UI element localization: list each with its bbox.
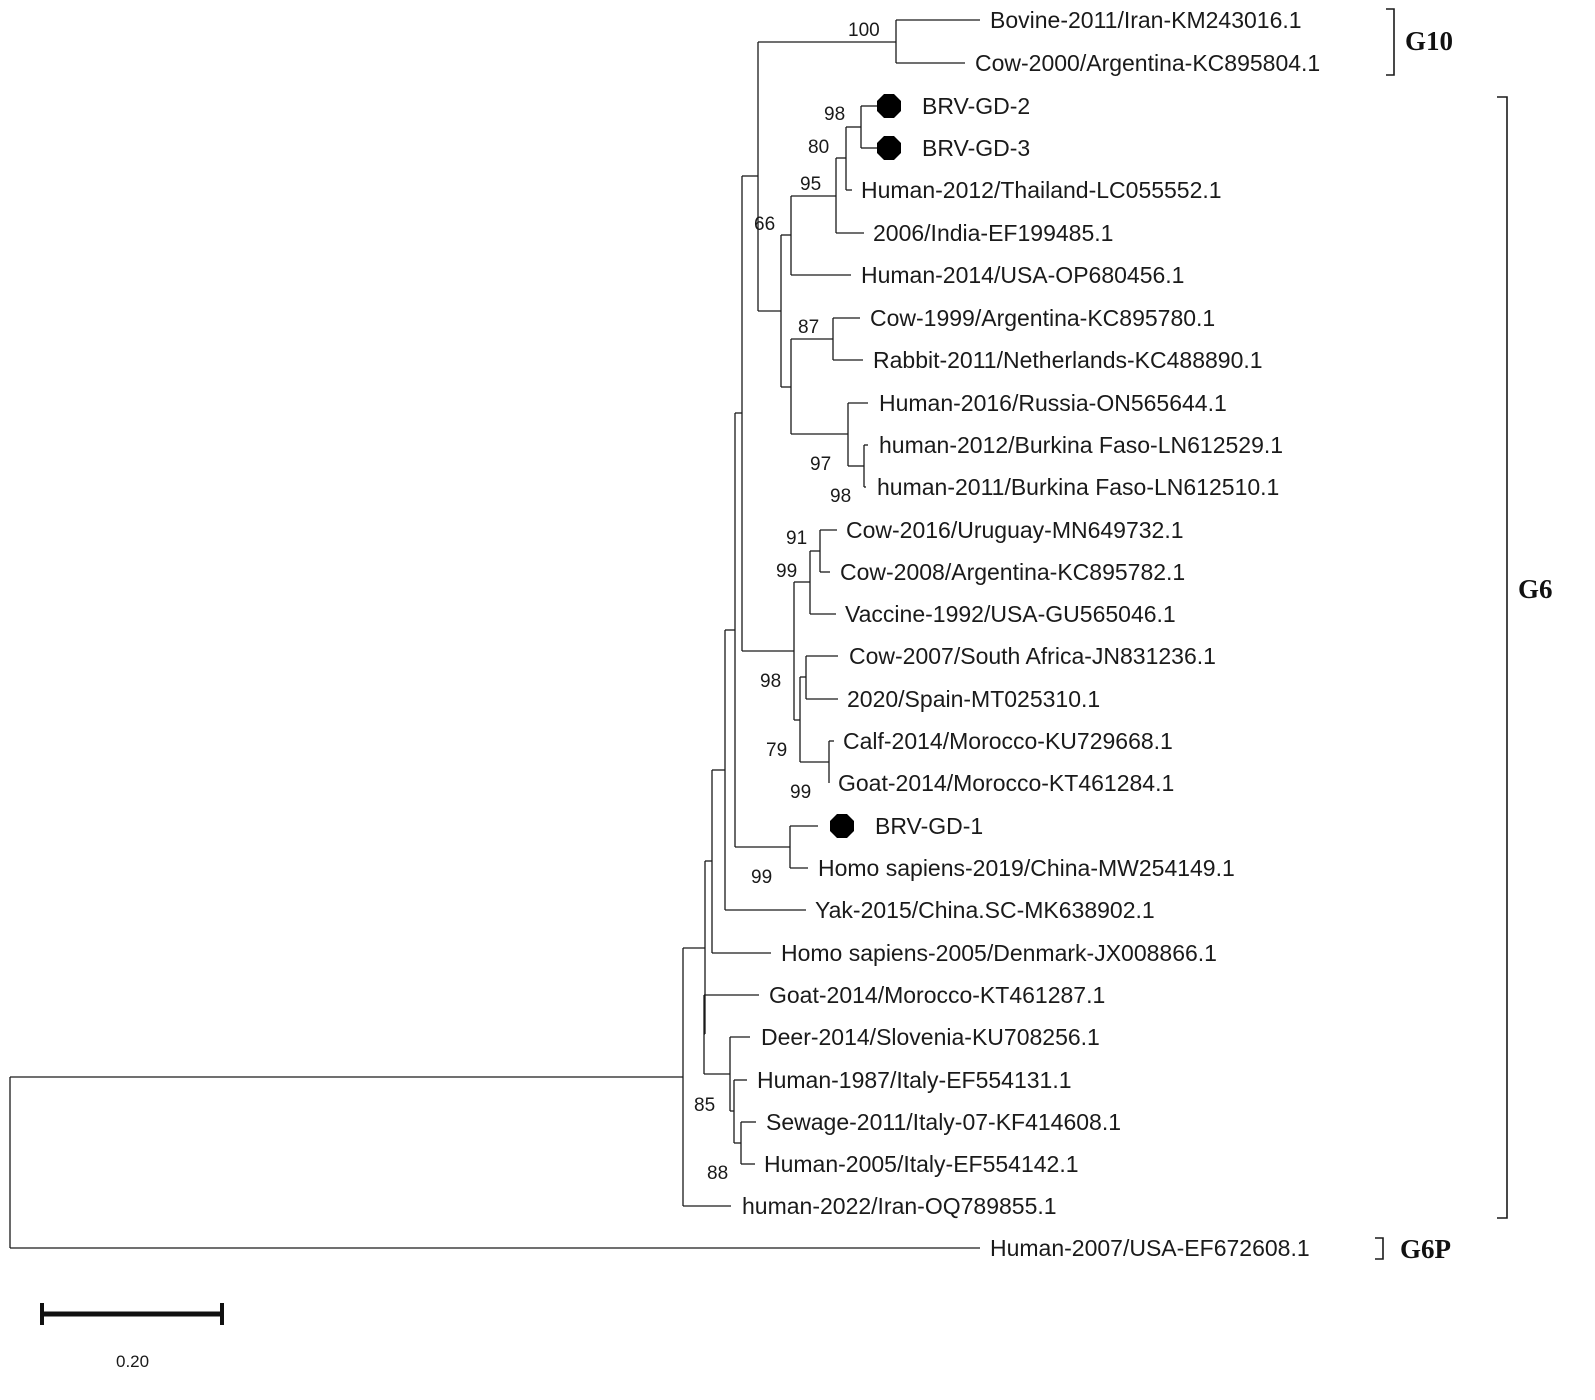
octagon-marker-icon	[877, 136, 901, 160]
leaf-label: Rabbit-2011/Netherlands-KC488890.1	[873, 347, 1263, 373]
leaf-label: Human-2014/USA-OP680456.1	[861, 262, 1184, 288]
leaf-label: Cow-2000/Argentina-KC895804.1	[975, 50, 1320, 76]
bootstrap-value: 88	[707, 1163, 728, 1184]
leaf-label: Cow-2016/Uruguay-MN649732.1	[846, 517, 1184, 543]
octagon-marker-icon	[830, 814, 854, 838]
group-label-g10: G10	[1405, 26, 1453, 56]
group-label-g6: G6	[1518, 574, 1553, 604]
leaf-label: Human-2007/USA-EF672608.1	[990, 1235, 1310, 1261]
leaf-label: Sewage-2011/Italy-07-KF414608.1	[766, 1109, 1121, 1135]
leaf-label: Human-2016/Russia-ON565644.1	[879, 390, 1227, 416]
leaf-label: Homo sapiens-2005/Denmark-JX008866.1	[781, 940, 1217, 966]
leaf-label: Bovine-2011/Iran-KM243016.1	[990, 7, 1302, 33]
bootstrap-value: 99	[751, 867, 772, 888]
leaf-label: Human-2005/Italy-EF554142.1	[764, 1151, 1079, 1177]
octagon-marker-icon	[877, 94, 901, 118]
bootstrap-value: 91	[786, 528, 807, 549]
bootstrap-value: 66	[754, 214, 775, 235]
bootstrap-value: 99	[790, 782, 811, 803]
leaf-label: Calf-2014/Morocco-KU729668.1	[843, 728, 1173, 754]
leaf-label: BRV-GD-1	[875, 813, 983, 839]
scale-bar-label: 0.20	[116, 1352, 149, 1371]
leaf-label: human-2022/Iran-OQ789855.1	[742, 1193, 1057, 1219]
leaf-label: Human-2012/Thailand-LC055552.1	[861, 177, 1222, 203]
bootstrap-value: 87	[798, 317, 819, 338]
leaf-label: Human-1987/Italy-EF554131.1	[757, 1067, 1072, 1093]
leaf-label: Vaccine-1992/USA-GU565046.1	[845, 601, 1176, 627]
leaf-label: Homo sapiens-2019/China-MW254149.1	[818, 855, 1235, 881]
bootstrap-value: 85	[694, 1095, 715, 1116]
bootstrap-value: 99	[776, 561, 797, 582]
leaf-label: Goat-2014/Morocco-KT461287.1	[769, 982, 1105, 1008]
bootstrap-value: 98	[824, 104, 845, 125]
group-label-g6p: G6P	[1400, 1234, 1451, 1264]
leaf-label: Deer-2014/Slovenia-KU708256.1	[761, 1024, 1100, 1050]
leaf-label: human-2012/Burkina Faso-LN612529.1	[879, 432, 1283, 458]
group-bracket-g6	[1497, 96, 1508, 1219]
leaf-label: 2020/Spain-MT025310.1	[847, 686, 1100, 712]
leaf-label: BRV-GD-3	[922, 135, 1030, 161]
leaf-label: BRV-GD-2	[922, 93, 1030, 119]
leaf-label: human-2011/Burkina Faso-LN612510.1	[877, 474, 1279, 500]
bootstrap-value: 95	[800, 174, 821, 195]
bootstrap-value: 97	[810, 454, 831, 475]
bootstrap-value: 79	[766, 740, 787, 761]
bootstrap-value: 100	[848, 20, 880, 41]
group-bracket-g6p	[1375, 1237, 1384, 1260]
leaf-label: Cow-2008/Argentina-KC895782.1	[840, 559, 1185, 585]
bootstrap-value: 80	[808, 137, 829, 158]
leaf-label: 2006/India-EF199485.1	[873, 220, 1113, 246]
leaf-label: Cow-1999/Argentina-KC895780.1	[870, 305, 1215, 331]
bootstrap-value: 98	[760, 671, 781, 692]
leaf-label: Goat-2014/Morocco-KT461284.1	[838, 770, 1174, 796]
bootstrap-value: 98	[830, 486, 851, 507]
leaf-label: Yak-2015/China.SC-MK638902.1	[815, 897, 1155, 923]
group-bracket-g10	[1386, 8, 1395, 76]
leaf-label: Cow-2007/South Africa-JN831236.1	[849, 643, 1216, 669]
